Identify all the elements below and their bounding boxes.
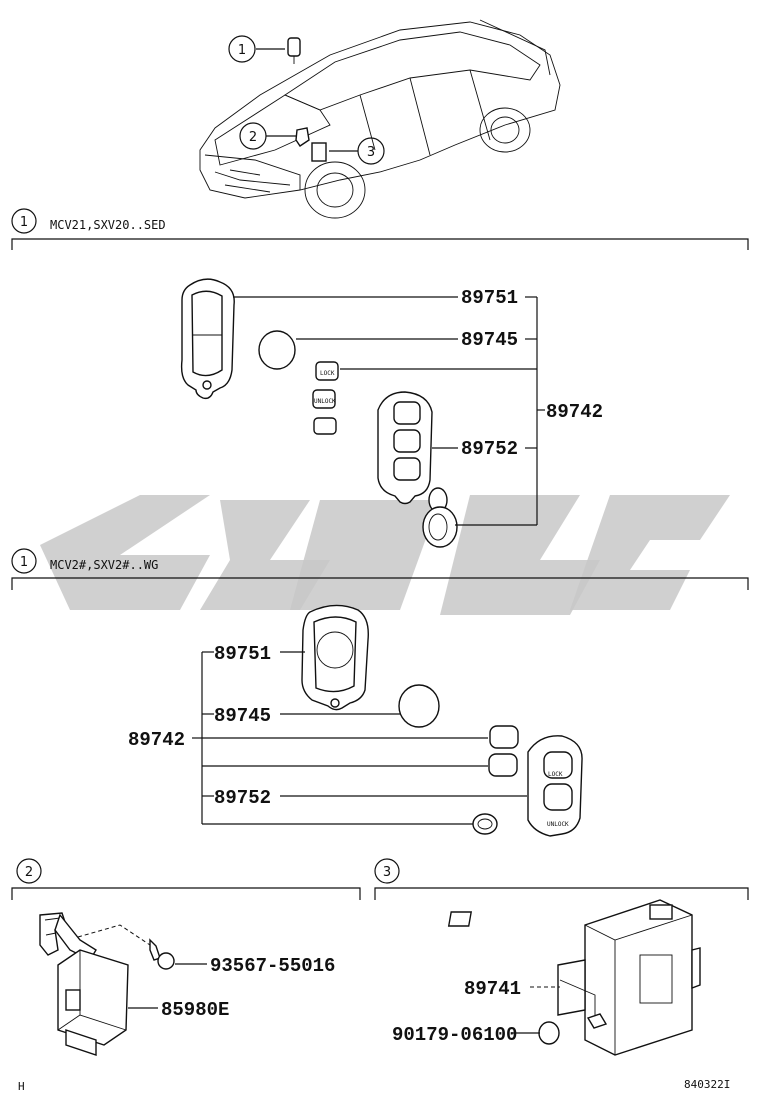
section-number: 1 (20, 555, 28, 570)
part-number-89742: 89742 (546, 401, 603, 423)
section-number: 2 (25, 865, 33, 880)
callout-1-car: 1 (228, 35, 256, 63)
svg-text:LOCK: LOCK (320, 370, 335, 377)
callout-number: 1 (238, 43, 246, 58)
watermark-logo (40, 495, 730, 615)
part-number-89741: 89741 (464, 978, 521, 1000)
section-2-header: 2 (11, 858, 361, 900)
svg-text:LOCK: LOCK (548, 771, 563, 778)
part-number-89751: 89751 (214, 643, 271, 665)
footer-left-code: H (18, 1080, 25, 1093)
callout-number: 3 (367, 145, 375, 160)
part-number-89751: 89751 (461, 287, 518, 309)
part-number-89752: 89752 (461, 438, 518, 460)
part-number-89745: 89745 (461, 329, 518, 351)
part-number-89745: 89745 (214, 705, 271, 727)
section-2-drawing (39, 912, 207, 1056)
svg-text:UNLOCK: UNLOCK (314, 398, 336, 405)
part-number-90179-06100: 90179-06100 (392, 1024, 517, 1046)
section-number: 1 (20, 215, 28, 230)
footer-drawing-number: 840322I (684, 1078, 730, 1091)
section-number: 3 (383, 865, 391, 880)
section-3-header: 3 (374, 858, 749, 900)
part-number-85980e: 85980E (161, 999, 229, 1021)
part-number-89752: 89752 (214, 787, 271, 809)
part-number-93567-55016: 93567-55016 (210, 955, 335, 977)
section-wg-header: 1 MCV2#,SXV2#..WG (11, 548, 749, 590)
section-sed-header: 1 MCV21,SXV20..SED (11, 208, 749, 250)
callout-2-car: 2 (239, 122, 267, 150)
section-caption: MCV2#,SXV2#..WG (50, 558, 158, 572)
sed-parts-drawing: LOCK UNLOCK (180, 278, 545, 548)
wg-parts-drawing: LOCK UNLOCK (192, 604, 583, 837)
part-number-89742: 89742 (128, 729, 185, 751)
callout-number: 2 (249, 130, 257, 145)
car-illustration (199, 19, 561, 219)
section-3-drawing (447, 899, 701, 1056)
callout-3-car: 3 (357, 137, 385, 165)
section-caption: MCV21,SXV20..SED (50, 218, 166, 232)
svg-text:UNLOCK: UNLOCK (547, 821, 569, 828)
